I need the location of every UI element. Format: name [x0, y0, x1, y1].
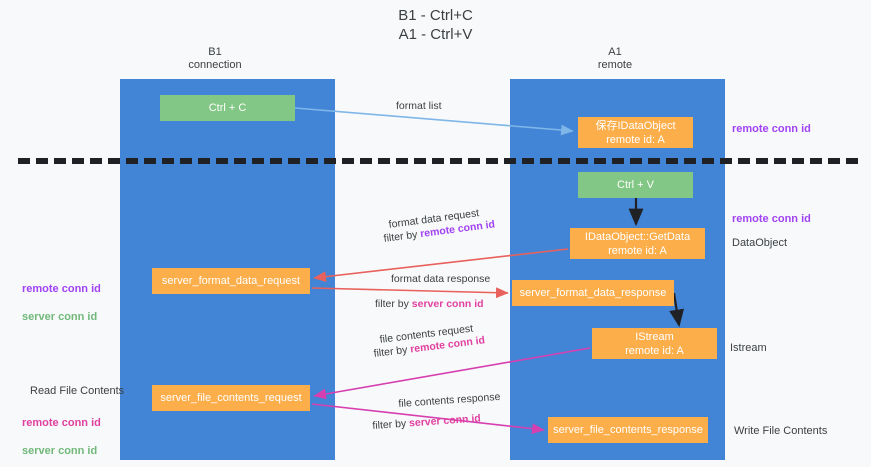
- annotation-right-remote-conn-id-1: remote conn id: [732, 123, 811, 135]
- node-idataobject-getdata[interactable]: IDataObject::GetData remote id: A: [570, 228, 705, 259]
- edge-label-format-data-response-filter: filter by server conn id: [375, 298, 484, 311]
- annotation-right-istream: Istream: [730, 342, 767, 354]
- divider-dashed-line: [18, 158, 858, 164]
- filter-key-server-conn-id: server conn id: [411, 298, 484, 310]
- annotation-left-conn-ids-2: remote conn id server conn id: [22, 402, 101, 458]
- label-server-conn-id: server conn id: [22, 311, 98, 323]
- label-remote-conn-id: remote conn id: [22, 417, 101, 429]
- annotation-right-remote-conn-id-2: remote conn id: [732, 213, 811, 225]
- annotation-left-conn-ids-1: remote conn id server conn id: [22, 268, 101, 324]
- node-ctrl-v[interactable]: Ctrl + V: [578, 172, 693, 198]
- diagram-title: B1 - Ctrl+C A1 - Ctrl+V: [398, 7, 473, 43]
- lane-header-b1: B1 connection: [188, 46, 242, 71]
- annotation-right-write-file-contents: Write File Contents: [734, 425, 828, 437]
- label-server-conn-id: server conn id: [22, 445, 98, 457]
- annotation-left-read-file-contents: Read File Contents: [30, 385, 125, 397]
- edge-label-format-data-response: format data response: [391, 273, 491, 285]
- label-remote-conn-id: remote conn id: [22, 283, 101, 295]
- edge-label-format-list: format list: [396, 100, 442, 112]
- node-server-format-data-response[interactable]: server_format_data_response: [512, 280, 674, 306]
- annotation-right-dataobject: DataObject: [732, 237, 788, 249]
- node-istream[interactable]: IStream remote id: A: [592, 328, 717, 359]
- node-save-idataobject[interactable]: 保存IDataObject remote id: A: [578, 117, 693, 148]
- lane-header-a1: A1 remote: [597, 46, 633, 71]
- filter-prefix: filter by: [372, 417, 410, 432]
- node-server-format-data-request[interactable]: server_format_data_request: [152, 268, 310, 294]
- node-server-file-contents-response[interactable]: server_file_contents_response: [548, 417, 708, 443]
- node-server-file-contents-request[interactable]: server_file_contents_request: [152, 385, 310, 411]
- filter-prefix: filter by: [375, 298, 412, 310]
- node-ctrl-c[interactable]: Ctrl + C: [160, 95, 295, 121]
